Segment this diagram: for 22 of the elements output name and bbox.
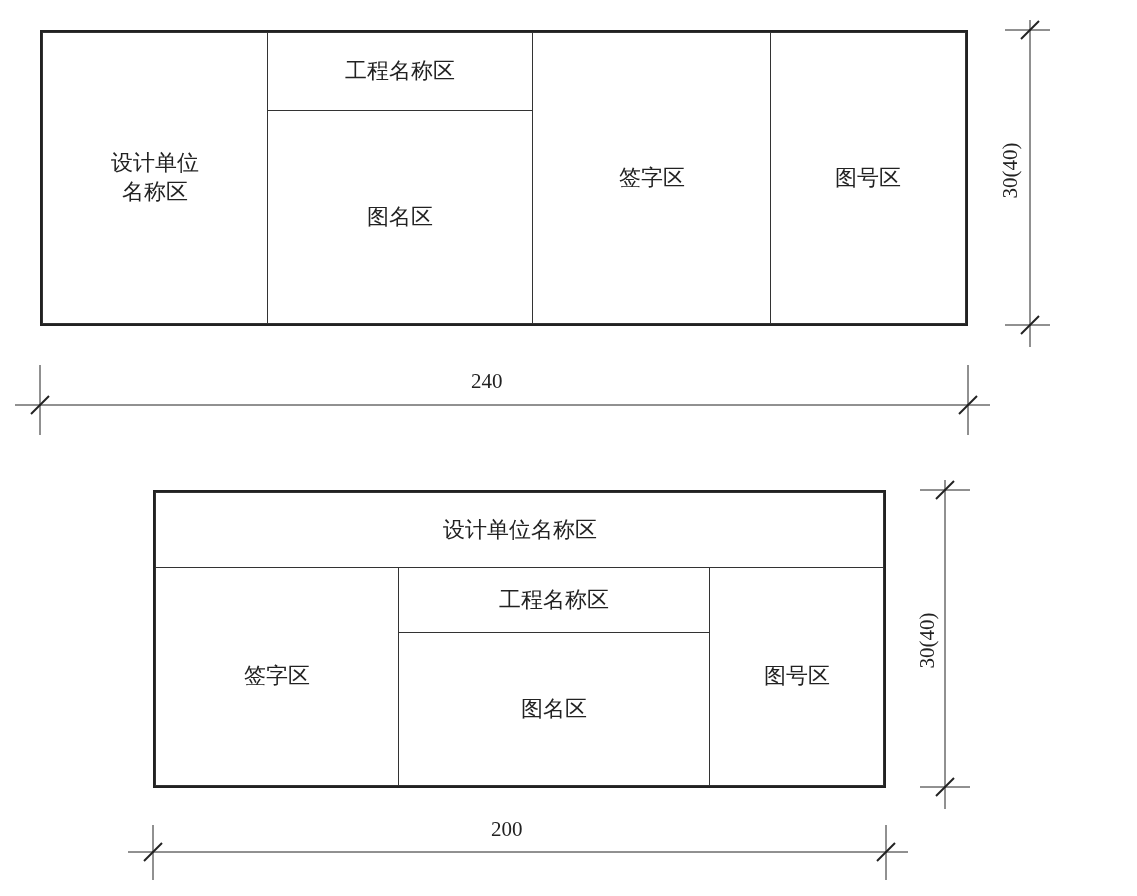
- zone-label: 工程名称区: [499, 585, 609, 614]
- title-block-zone: [155, 567, 399, 786]
- dimension-text: 30(40): [997, 142, 1023, 198]
- zone-label: 设计单位名称区: [110, 149, 200, 206]
- title-block-frame: [40, 30, 968, 326]
- title-block-zone: [709, 567, 884, 786]
- zone-label: 图号区: [835, 163, 901, 192]
- dimension-text: 200: [491, 816, 523, 842]
- title-block-zone: [770, 32, 966, 324]
- zone-label: 签字区: [244, 662, 310, 691]
- title-block-zone: [42, 32, 268, 324]
- title-block-frame: [153, 490, 886, 788]
- dimension-text: 30(40): [914, 612, 940, 668]
- zone-label: 图号区: [763, 662, 830, 691]
- zone-label: 工程名称区: [345, 57, 455, 86]
- zone-label: 图名区: [367, 202, 433, 231]
- dimension-text: 240: [471, 368, 503, 394]
- zone-label: 图名区: [521, 694, 587, 723]
- zone-label: 设计单位名称区: [442, 515, 597, 544]
- title-block-zone: [155, 492, 884, 568]
- zone-label: 签字区: [618, 163, 685, 192]
- title-block-zone: [532, 32, 771, 324]
